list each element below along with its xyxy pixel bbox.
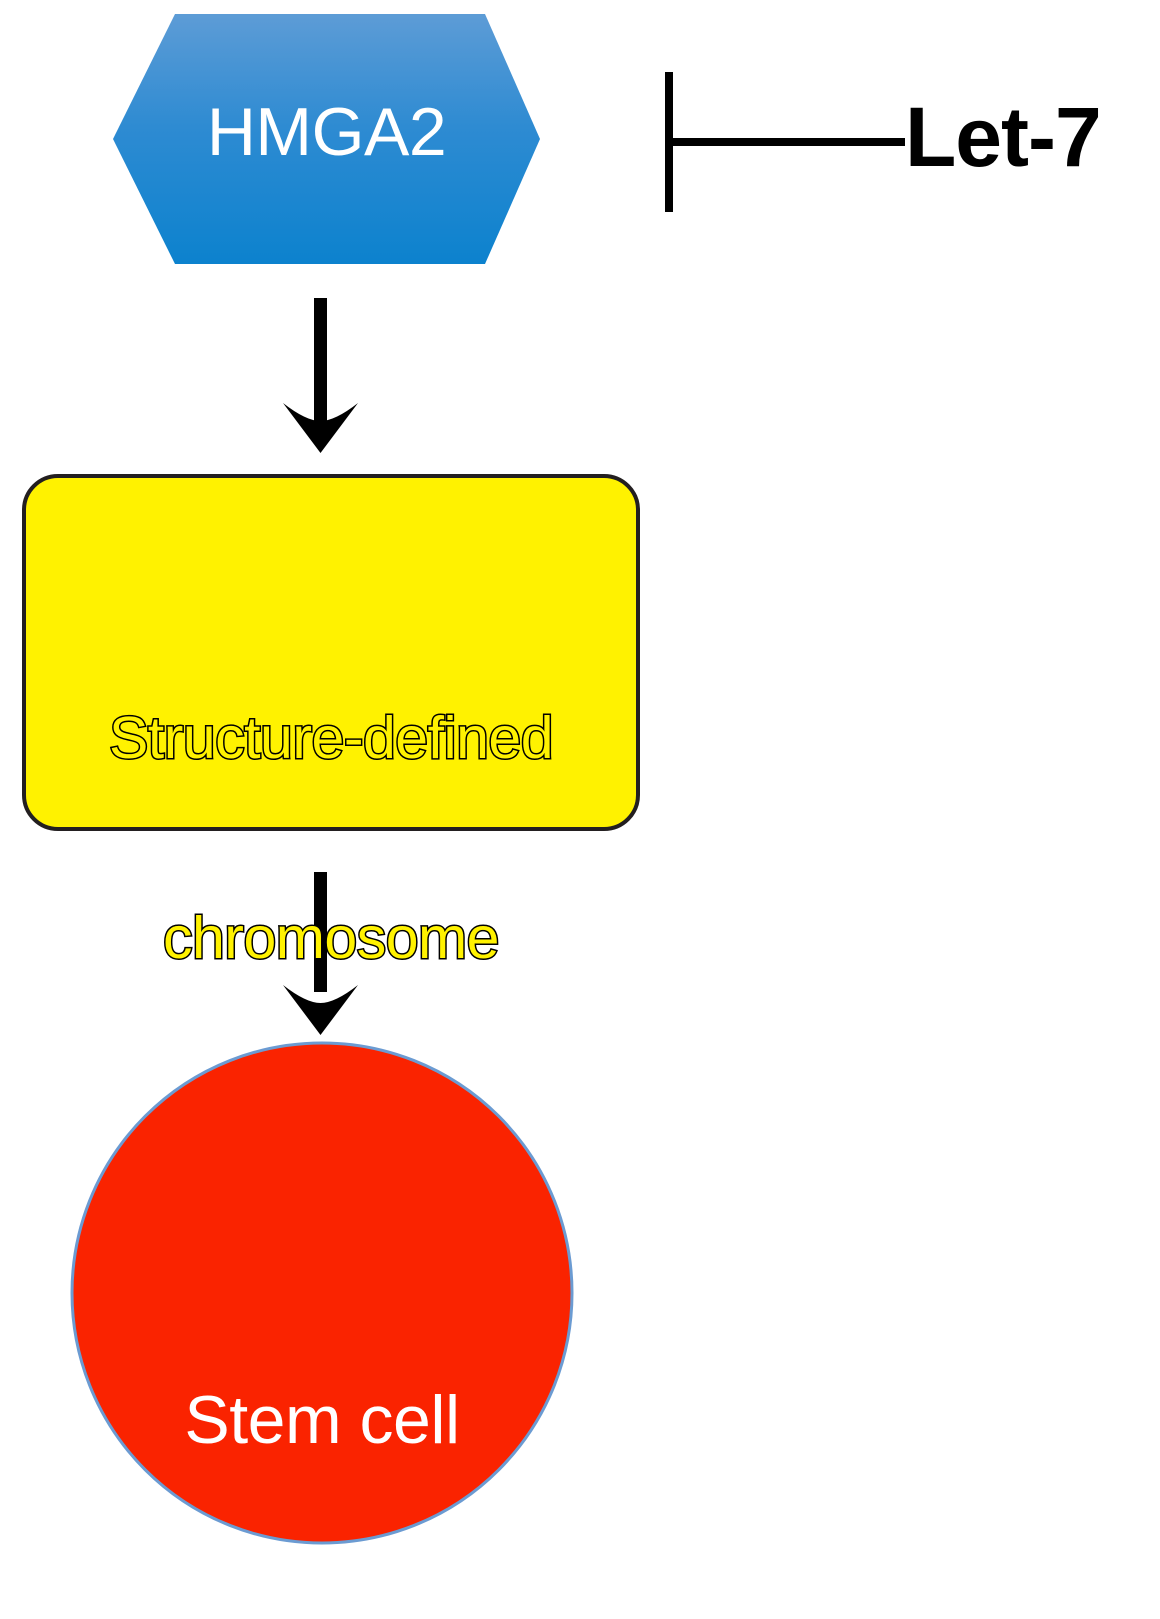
outcome-node-label-line2: status xyxy=(72,1612,572,1619)
outcome-node-label: Stem cell status xyxy=(72,1228,572,1619)
process-node-label-line2: chromosome xyxy=(161,904,501,973)
hexagon-node-hmga2[interactable] xyxy=(113,14,540,264)
let7-label: Let-7 xyxy=(905,90,1102,184)
arrow-hexagon-to-box xyxy=(283,298,358,453)
hexagon-node-label: HMGA2 xyxy=(206,94,447,170)
outcome-node-label-line1: Stem cell xyxy=(184,1381,460,1458)
arrow-box-to-circle xyxy=(283,872,358,1035)
inhibition-line-horizontal xyxy=(669,138,905,146)
process-node-label: Structure-defined chromosome xyxy=(22,572,640,1105)
process-node-label-line1: Structure-defined xyxy=(107,704,555,773)
outcome-node-stem-cell[interactable] xyxy=(70,1041,574,1545)
process-node-chromosome[interactable] xyxy=(22,474,640,831)
inhibition-connector-let7[interactable] xyxy=(665,72,905,212)
